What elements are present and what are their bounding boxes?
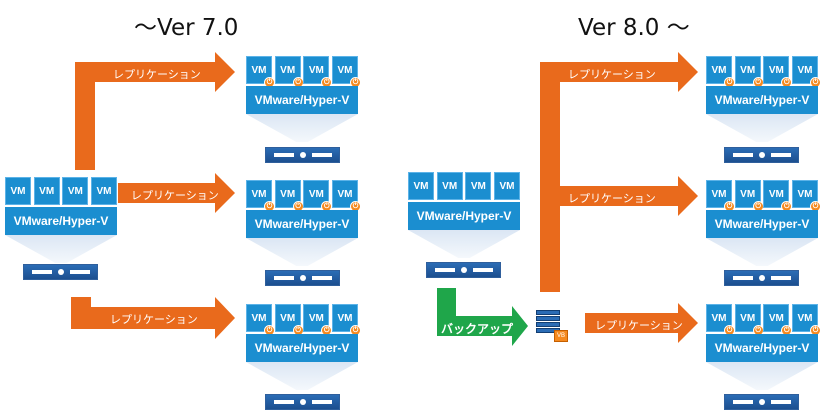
- hypervisor-label: VMware/Hyper-V: [706, 210, 818, 238]
- host-funnel: [706, 114, 818, 142]
- host-funnel: [246, 114, 358, 142]
- vm-tile: VM⏻: [763, 180, 793, 212]
- vm-tile: VM⏻: [246, 304, 275, 336]
- backup-repository-icon: VB: [536, 310, 576, 344]
- hypervisor-label: VMware/Hyper-V: [246, 210, 358, 238]
- vm-tile: VM: [62, 177, 89, 205]
- replication-arrow-left-bottom: [71, 297, 235, 339]
- source-host-right: VM VM VM VM VMware/Hyper-V: [408, 172, 520, 258]
- replication-arrow-left-top: [75, 52, 235, 170]
- replication-label-left-middle: レプリケーション: [131, 189, 219, 202]
- vm-tile: VM⏻: [303, 180, 333, 212]
- title-ver8: Ver 8.0 ～: [578, 15, 690, 41]
- vm-tile: VM: [33, 177, 60, 205]
- vm-tile: VM⏻: [303, 56, 333, 88]
- replica-host-left-top: VM⏻ VM⏻ VM⏻ VM⏻ VMware/Hyper-V: [246, 56, 361, 142]
- vm-tile: VM⏻: [706, 180, 735, 212]
- vm-tile: VM: [465, 172, 492, 200]
- replica-host-right-bottom: VM⏻ VM⏻ VM⏻ VM⏻ VMware/Hyper-V: [706, 304, 821, 390]
- vm-tile: VM⏻: [734, 304, 764, 336]
- vm-tile: VM⏻: [791, 304, 821, 336]
- vm-tile: VM⏻: [706, 304, 735, 336]
- server-icon: [265, 147, 340, 163]
- vm-tile: VM⏻: [331, 304, 361, 336]
- replication-label-right-middle: レプリケーション: [568, 192, 656, 205]
- hypervisor-label: VMware/Hyper-V: [5, 207, 117, 235]
- title-ver7: ～Ver 7.0: [134, 15, 239, 41]
- replica-host-left-middle: VM⏻ VM⏻ VM⏻ VM⏻ VMware/Hyper-V: [246, 180, 361, 266]
- backup-arrow: [437, 288, 528, 346]
- replica-host-right-middle: VM⏻ VM⏻ VM⏻ VM⏻ VMware/Hyper-V: [706, 180, 821, 266]
- hypervisor-label: VMware/Hyper-V: [408, 202, 520, 230]
- vm-tile: VM⏻: [274, 56, 304, 88]
- server-icon: [724, 394, 799, 410]
- server-icon: [426, 262, 501, 278]
- host-funnel: [706, 362, 818, 390]
- replication-arrow-right-middle: [560, 176, 698, 216]
- veeam-box-icon: VB: [554, 330, 568, 342]
- vm-tile: VM⏻: [734, 180, 764, 212]
- vm-tile: VM: [493, 172, 520, 200]
- replication-label-left-bottom: レプリケーション: [110, 313, 198, 326]
- host-funnel: [408, 230, 520, 258]
- vm-tile: VM⏻: [246, 180, 275, 212]
- vm-tile: VM⏻: [246, 56, 275, 88]
- vm-tile: VM⏻: [331, 180, 361, 212]
- vm-tile: VM: [5, 177, 31, 205]
- host-funnel: [246, 362, 358, 390]
- backup-label: バックアップ: [441, 322, 514, 336]
- vm-tile: VM⏻: [331, 56, 361, 88]
- vm-tile: VM: [90, 177, 117, 205]
- vm-tile: VM⏻: [274, 304, 304, 336]
- replication-label-right-top: レプリケーション: [568, 68, 656, 81]
- server-icon: [724, 147, 799, 163]
- vm-tile: VM⏻: [303, 304, 333, 336]
- replication-arrow-left-middle: [118, 173, 235, 213]
- hypervisor-label: VMware/Hyper-V: [246, 86, 358, 114]
- replication-label-left-top: レプリケーション: [113, 68, 201, 81]
- vm-tile: VM: [436, 172, 463, 200]
- replication-arrow-right-bottom: [585, 303, 698, 343]
- server-icon: [265, 394, 340, 410]
- vm-tile: VM⏻: [791, 180, 821, 212]
- server-icon: [265, 270, 340, 286]
- host-funnel: [706, 238, 818, 266]
- server-icon: [724, 270, 799, 286]
- hypervisor-label: VMware/Hyper-V: [706, 86, 818, 114]
- vm-tile: VM⏻: [763, 56, 793, 88]
- replication-arrow-right-top: [540, 52, 698, 292]
- source-host-left: VM VM VM VM VMware/Hyper-V: [5, 177, 117, 263]
- vm-tile: VM⏻: [706, 56, 735, 88]
- vm-tile: VM⏻: [734, 56, 764, 88]
- vm-tile: VM⏻: [763, 304, 793, 336]
- host-funnel: [246, 238, 358, 266]
- host-funnel: [5, 235, 117, 263]
- hypervisor-label: VMware/Hyper-V: [706, 334, 818, 362]
- hypervisor-label: VMware/Hyper-V: [246, 334, 358, 362]
- replication-label-right-bottom: レプリケーション: [595, 319, 683, 332]
- vm-tile: VM: [408, 172, 434, 200]
- server-icon: [23, 264, 98, 280]
- replica-host-right-top: VM⏻ VM⏻ VM⏻ VM⏻ VMware/Hyper-V: [706, 56, 821, 142]
- vm-tile: VM⏻: [791, 56, 821, 88]
- replica-host-left-bottom: VM⏻ VM⏻ VM⏻ VM⏻ VMware/Hyper-V: [246, 304, 361, 390]
- vm-tile: VM⏻: [274, 180, 304, 212]
